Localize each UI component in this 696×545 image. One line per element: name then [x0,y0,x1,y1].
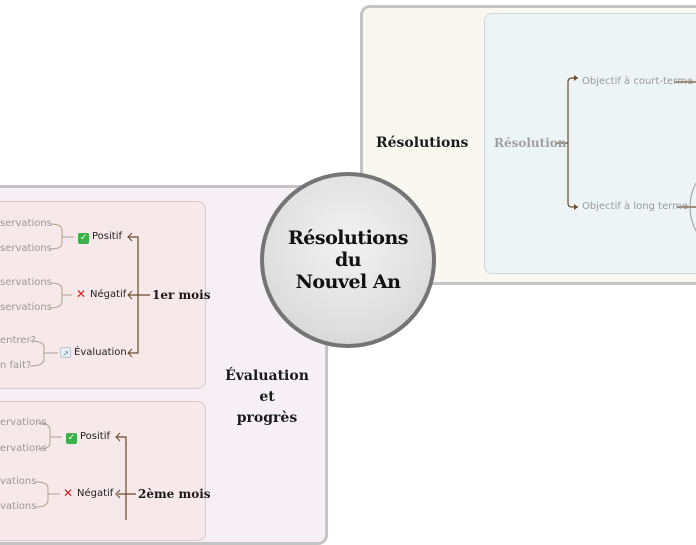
month1-panel [0,201,206,389]
cross-icon: ✕ [62,486,74,500]
month1-eval-question-1[interactable]: entrer? [0,335,36,346]
month1-label[interactable]: 1er mois [152,288,211,302]
month2-positive[interactable]: ✓Positif [66,431,110,444]
month2-pos-observation-1[interactable]: ervations [0,417,47,428]
check-icon: ✓ [66,433,77,444]
month1-positive[interactable]: ✓Positif [78,231,122,244]
month2-neg-observation-1[interactable]: vations [0,476,37,487]
central-topic-title: Résolutions du Nouvel An [288,227,408,293]
central-topic[interactable]: Résolutions du Nouvel An [260,172,436,348]
month2-pos-observation-2[interactable]: ervations [0,443,47,454]
evaluation-label[interactable]: Évaluation et progrès [225,368,309,426]
connector-lines [29,75,696,520]
month1-negative[interactable]: ✕Négatif [75,287,127,301]
resolution-sublabel[interactable]: Résolution [494,136,567,150]
month1-eval-question-2[interactable]: n fait? [0,360,32,371]
cross-icon: ✕ [75,287,87,301]
long-term-goal[interactable]: Objectif à long terme [582,201,689,212]
month1-evaluation[interactable]: ↗Évaluation [60,347,127,358]
resolutions-label[interactable]: Résolutions [376,135,469,151]
chart-icon: ↗ [60,347,71,358]
month1-pos-observation-2[interactable]: servations [0,243,52,254]
month1-neg-observation-2[interactable]: servations [0,302,52,313]
short-term-goal[interactable]: Objectif à court-terme [582,76,693,87]
month2-neg-observation-2[interactable]: vations [0,501,37,512]
check-icon: ✓ [78,233,89,244]
month2-negative[interactable]: ✕Négatif [62,486,114,500]
month1-pos-observation-1[interactable]: servations [0,218,52,229]
month2-label[interactable]: 2ème mois [138,487,211,501]
resolution-subpanel [484,13,696,274]
month1-neg-observation-1[interactable]: servations [0,277,52,288]
month2-panel [0,401,206,541]
